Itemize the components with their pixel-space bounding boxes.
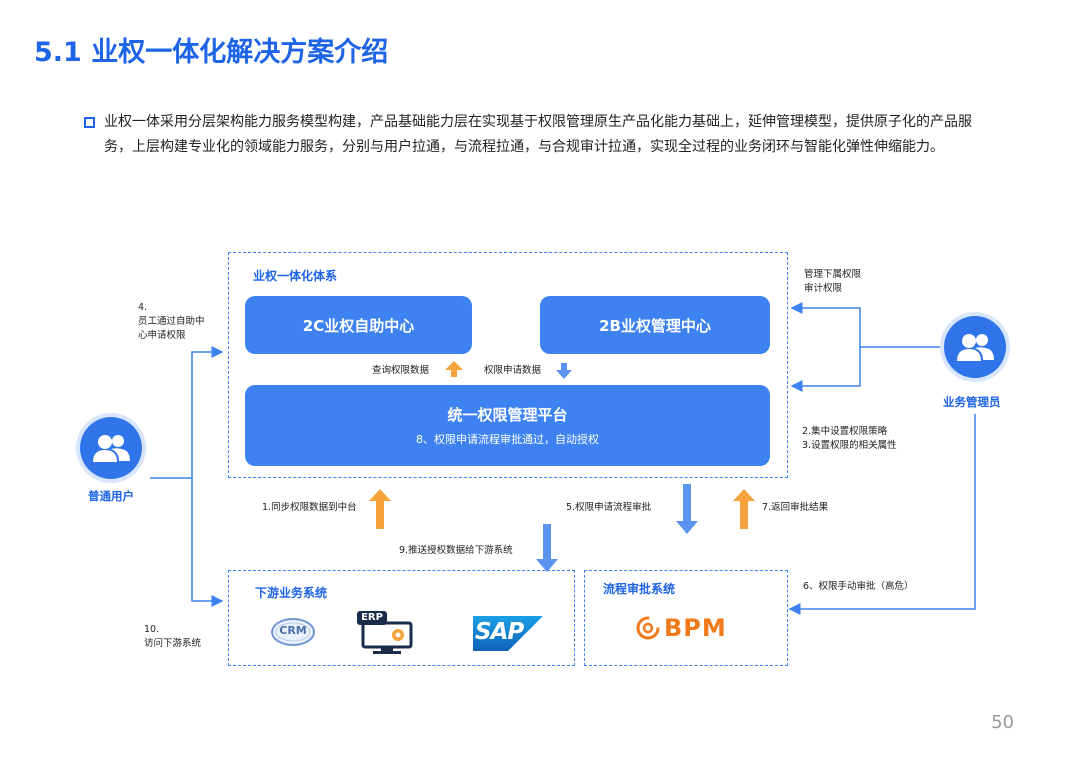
downstream-box-label: 下游业务系统 <box>255 586 328 600</box>
page-title: 5.1 业权一体化解决方案介绍 <box>34 37 389 68</box>
arrow-up-sync-icon <box>369 489 391 529</box>
bpm-swirl-icon <box>636 616 660 640</box>
query-data-label: 查询权限数据 <box>372 365 430 376</box>
step-5-label: 5.权限申请流程审批 <box>566 502 652 513</box>
block-2c-self-service[interactable]: 2C业权自助中心 <box>245 296 472 354</box>
note-policy-settings: 2.集中设置权限策略 3.设置权限的相关属性 <box>802 426 897 451</box>
platform-title: 统一权限管理平台 <box>447 406 568 424</box>
erp-logo[interactable]: ERP <box>357 611 415 655</box>
step-9-label: 9.推送授权数据给下游系统 <box>399 545 513 556</box>
ordinary-user-avatar[interactable] <box>80 417 142 479</box>
flow-approval-box: 流程审批系统 <box>584 570 788 666</box>
step-1-label: 1.同步权限数据到中台 <box>262 502 357 513</box>
system-box: 业权一体化体系 <box>228 252 788 478</box>
step-6-label: 6、权限手动审批（高危） <box>803 581 914 592</box>
business-admin-label: 业务管理员 <box>943 395 1001 409</box>
platform-subtitle: 8、权限申请流程审批通过，自动授权 <box>416 433 599 446</box>
ordinary-user-label: 普通用户 <box>88 489 134 503</box>
crm-icon <box>271 618 315 646</box>
downstream-systems-box: 下游业务系统 <box>228 570 575 666</box>
bpm-logo[interactable]: BPM <box>636 614 740 642</box>
flow-box-label: 流程审批系统 <box>603 582 676 596</box>
sap-logo[interactable]: SAP <box>473 616 543 651</box>
arrow-up-result-icon <box>733 489 755 529</box>
business-admin-avatar[interactable] <box>944 316 1006 378</box>
note-access-downstream: 10. 访问下游系统 <box>144 624 202 649</box>
arrow-down-icon <box>556 363 572 379</box>
note-manage-audit: 管理下属权限 审计权限 <box>804 269 862 294</box>
block-2b-management[interactable]: 2B业权管理中心 <box>540 296 770 354</box>
bullet-icon <box>84 117 95 128</box>
arrow-down-approval-icon <box>676 484 698 534</box>
erp-icon <box>357 611 413 654</box>
page-number: 50 <box>991 712 1014 733</box>
system-box-label: 业权一体化体系 <box>253 269 338 283</box>
sap-icon <box>473 616 543 651</box>
intro-paragraph: 业权一体采用分层架构能力服务模型构建，产品基础能力层在实现基于权限管理原生产品化… <box>84 110 988 160</box>
arrow-up-icon <box>445 361 463 377</box>
arrow-down-push-icon <box>536 524 558 572</box>
apply-data-label: 权限申请数据 <box>484 365 542 376</box>
note-self-apply: 4. 员工通过自助中 心申请权限 <box>138 302 205 341</box>
unified-permission-platform[interactable]: 统一权限管理平台 8、权限申请流程审批通过，自动授权 <box>245 385 770 466</box>
step-7-label: 7.返回审批结果 <box>762 502 829 513</box>
users-icon <box>93 435 130 462</box>
users-icon <box>957 334 994 361</box>
crm-logo[interactable]: CRM <box>270 616 316 648</box>
